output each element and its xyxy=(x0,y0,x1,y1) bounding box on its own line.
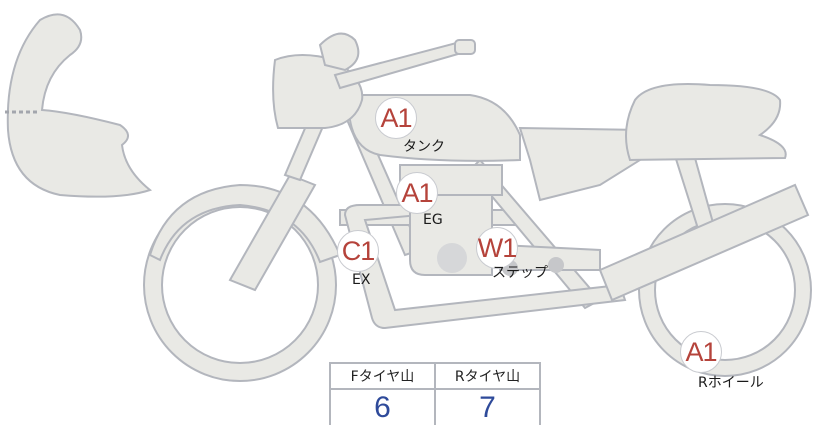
exhaust-pipe xyxy=(343,204,627,330)
front-fork xyxy=(228,173,317,292)
value-rear-tire: 7 xyxy=(434,388,541,425)
value-front-tire: 6 xyxy=(329,388,436,425)
header-rear-tire: Rタイヤ山 xyxy=(434,362,541,390)
label-step: ステップ xyxy=(492,265,548,281)
grade-badge-exhaust[interactable]: C1 xyxy=(337,230,379,272)
label-exhaust: EX xyxy=(352,272,371,288)
label-tank: タンク xyxy=(403,139,445,155)
swing-arm xyxy=(598,183,810,302)
label-engine: EG xyxy=(423,212,443,228)
front-cowl xyxy=(6,13,153,198)
grade-badge-engine[interactable]: A1 xyxy=(396,172,438,214)
header-front-tire: Fタイヤ山 xyxy=(329,362,436,390)
tire-tread-table: Fタイヤ山 Rタイヤ山 6 7 xyxy=(329,362,541,425)
grade-badge-rear-wheel[interactable]: A1 xyxy=(680,331,722,373)
engine xyxy=(409,194,493,276)
label-rear-wheel: Rホイール xyxy=(698,375,764,391)
grade-badge-tank[interactable]: A1 xyxy=(375,97,417,139)
side-cover xyxy=(518,126,641,202)
grade-badge-step[interactable]: W1 xyxy=(476,227,518,269)
seat xyxy=(625,83,787,162)
